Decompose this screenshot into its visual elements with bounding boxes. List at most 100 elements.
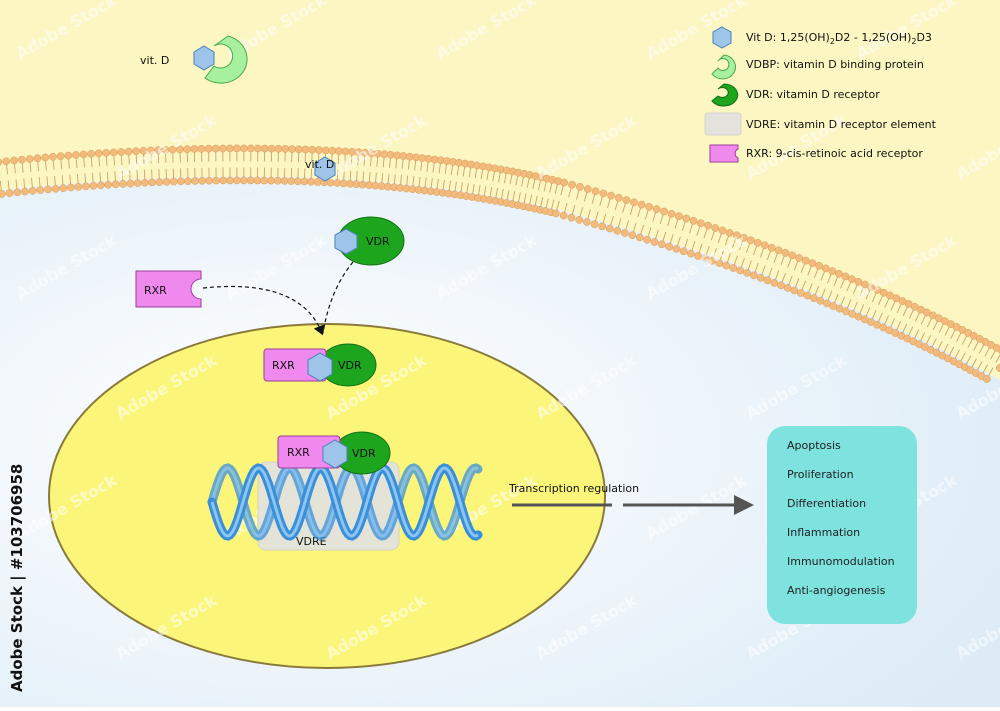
vitd-membrane-label: vit. D (305, 158, 334, 171)
lipid-head (156, 179, 163, 186)
lipid-head (830, 302, 837, 309)
lipid-head (212, 145, 219, 152)
lipid-head (309, 146, 316, 153)
lipid-head (757, 274, 764, 281)
lipid-head (274, 177, 281, 184)
rxr-free-label: RXR (144, 284, 167, 297)
lipid-head (60, 184, 67, 191)
lipid-head (267, 177, 274, 184)
lipid-head (789, 252, 796, 259)
lipid-head (636, 234, 643, 241)
lipid-head (14, 189, 21, 196)
lipid-head (568, 181, 575, 188)
rxr-icon (710, 145, 738, 162)
lipid-head (10, 157, 17, 164)
lipid-head (67, 184, 74, 191)
lipid-head (125, 148, 132, 155)
effect-item: Anti-angiogenesis (787, 584, 886, 597)
legend-rxr: RXR: 9-cis-retinoic acid receptor (746, 147, 923, 160)
lipid-head (240, 177, 247, 184)
rxr-vdr-complex-dna-bound: RXR VDR (278, 432, 390, 474)
lipid-head (21, 188, 28, 195)
lipid-head (105, 181, 112, 188)
lipid-head (658, 241, 665, 248)
lipid-head (335, 147, 342, 154)
lipid-head (823, 300, 830, 307)
legend-vdre: VDRE: vitamin D receptor element (746, 118, 937, 131)
lipid-head (600, 190, 607, 197)
lipid-head (163, 178, 170, 185)
legend-vitd: Vit D: 1,25(OH)2D2 - 1,25(OH)2D3 (746, 31, 932, 46)
rxr-vdr-complex-upper: RXR VDR (264, 344, 376, 386)
lipid-head (42, 154, 49, 161)
lipid-head (750, 272, 757, 279)
lipid-head (295, 146, 302, 153)
lipid-head (226, 145, 233, 152)
vitamin-d-hexagon-icon (335, 229, 357, 254)
lipid-head (561, 179, 568, 186)
lipid-head (226, 177, 233, 184)
lipid-head (346, 180, 353, 187)
lipid-head (829, 267, 836, 274)
lipid-head (29, 187, 36, 194)
lipid-head (103, 149, 110, 156)
vdr-free-label: VDR (366, 235, 390, 248)
lipid-head (737, 267, 744, 274)
rxr-complex-2-label: RXR (287, 446, 310, 459)
lipid-head (568, 214, 575, 221)
lipid-head (653, 206, 660, 213)
lipid-head (777, 282, 784, 289)
lipid-head (599, 223, 606, 230)
lipid-head (261, 177, 268, 184)
lipid-head (307, 178, 314, 185)
lipid-head (802, 257, 809, 264)
lipid-head (615, 194, 622, 201)
lipid-head (743, 269, 750, 276)
lipid-head (666, 243, 673, 250)
lipid-head (683, 215, 690, 222)
lipid-head (199, 177, 206, 184)
lipid-head (552, 210, 559, 217)
lipid-head (629, 232, 636, 239)
lipid-head (621, 229, 628, 236)
lipid-head (314, 178, 321, 185)
lipid-head (576, 216, 583, 223)
lipid-head (646, 203, 653, 210)
lipid-head (393, 152, 400, 159)
rxr-complex-1-label: RXR (272, 359, 295, 372)
lipid-head (220, 177, 227, 184)
lipid-head (329, 147, 336, 154)
lipid-head (80, 151, 87, 158)
lipid-head (288, 177, 295, 184)
rxr-free: RXR (136, 271, 201, 307)
lipid-head (705, 222, 712, 229)
lipid-head (817, 297, 824, 304)
lipid-head (254, 177, 261, 184)
lipid-head (82, 183, 89, 190)
lipid-head (680, 248, 687, 255)
lipid-head (112, 181, 119, 188)
lipid-head (247, 177, 254, 184)
lipid-head (213, 177, 220, 184)
lipid-head (206, 177, 213, 184)
lipid-head (791, 287, 798, 294)
legend-vdr: VDR: vitamin D receptor (746, 88, 880, 101)
lipid-head (719, 227, 726, 234)
lipid-head (95, 150, 102, 157)
lipid-head (268, 145, 275, 152)
lipid-head (240, 145, 247, 152)
vdr-complex-1-label: VDR (338, 359, 362, 372)
lipid-head (668, 210, 675, 217)
lipid-head (583, 218, 590, 225)
lipid-head (149, 179, 156, 186)
lipid-head (764, 277, 771, 284)
lipid-head (835, 270, 842, 277)
lipid-head (730, 264, 737, 271)
lipid-head (49, 153, 56, 160)
lipid-head (842, 273, 849, 280)
vitd-outside-label: vit. D (140, 54, 169, 67)
lipid-head (18, 156, 25, 163)
lipid-head (660, 208, 667, 215)
lipid-head (644, 236, 651, 243)
side-watermark: Adobe Stock | #103706958 (8, 464, 27, 692)
